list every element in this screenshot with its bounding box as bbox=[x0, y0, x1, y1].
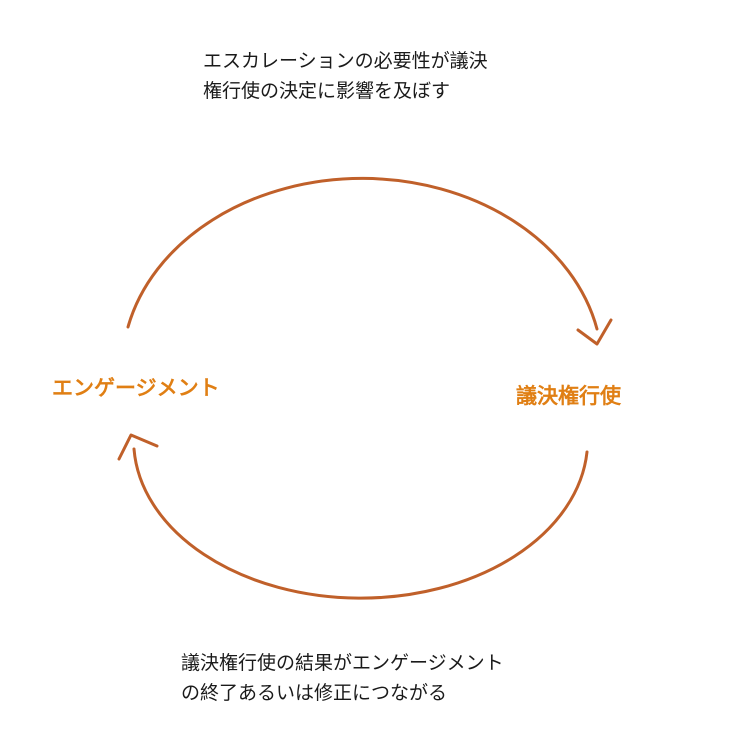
top-caption-line-2: 権行使の決定に影響を及ぼす bbox=[203, 80, 451, 102]
top-arc bbox=[126, 176, 599, 331]
bottom-caption: 議決権行使の結果がエンゲージメント の終了あるいは修正につながる bbox=[181, 648, 504, 708]
bottom-caption-line-2: の終了あるいは修正につながる bbox=[181, 682, 448, 704]
bottom-caption-line-1: 議決権行使の結果がエンゲージメント bbox=[181, 652, 504, 674]
top-caption-line-1: エスカレーションの必要性が議決 bbox=[203, 50, 488, 72]
bottom-arc-arrowhead bbox=[117, 433, 159, 461]
node-engagement: エンゲージメント bbox=[52, 376, 220, 400]
node-voting: 議決権行使 bbox=[516, 384, 621, 408]
top-arc-arrowhead bbox=[576, 318, 613, 346]
top-caption: エスカレーションの必要性が議決 権行使の決定に影響を及ぼす bbox=[203, 46, 488, 106]
bottom-arc bbox=[132, 447, 589, 600]
